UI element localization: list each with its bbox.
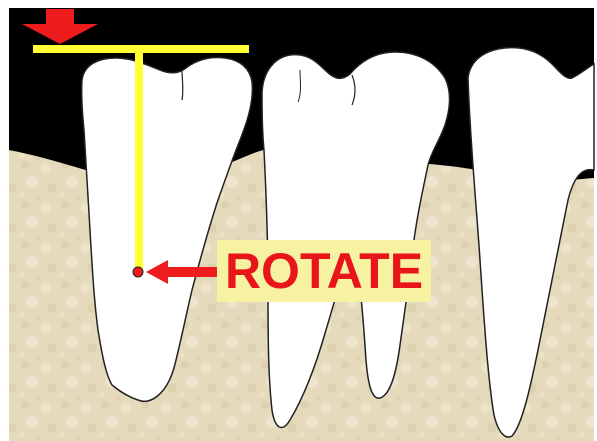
rotate-label: ROTATE xyxy=(225,246,423,296)
lever-horizontal-bar xyxy=(33,45,249,53)
rotate-label-box: ROTATE xyxy=(217,240,431,302)
lever-vertical-bar xyxy=(135,53,143,273)
rotation-point-icon xyxy=(133,267,143,277)
